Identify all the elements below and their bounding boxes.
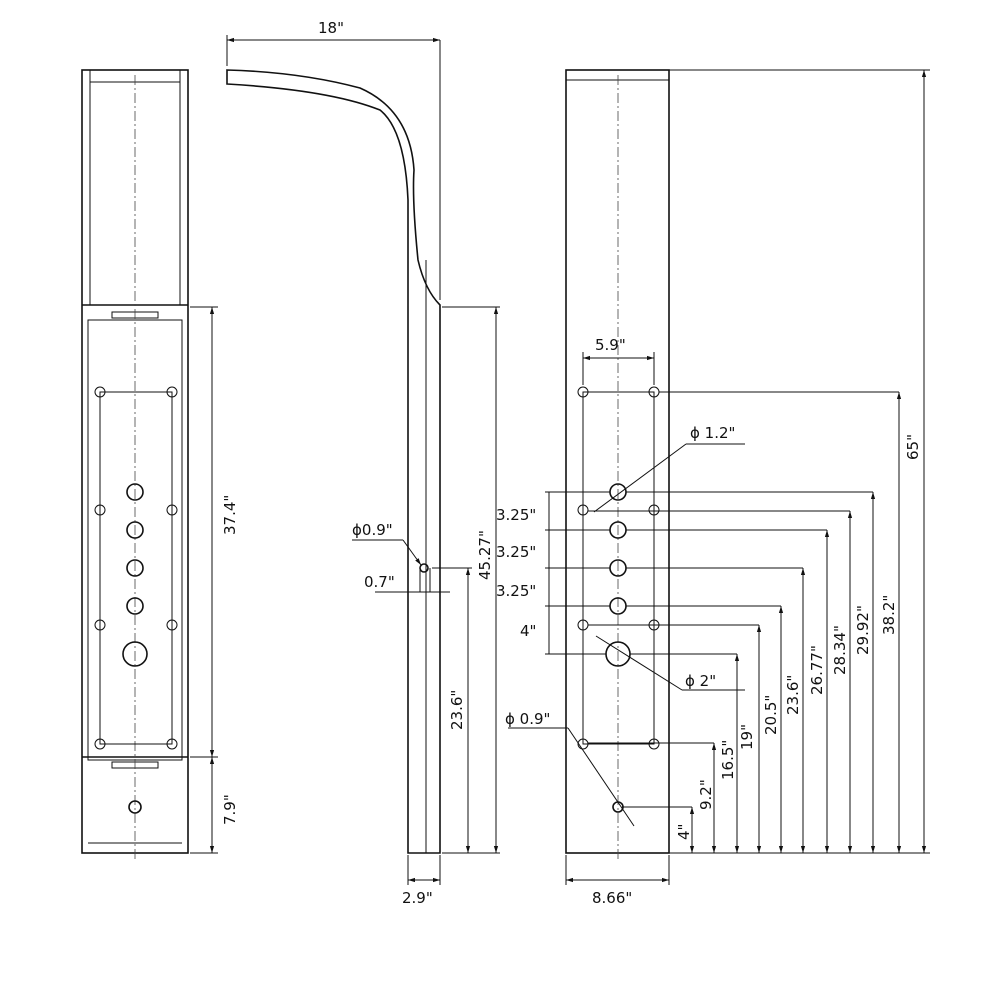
back-spacing-2: 3.25"	[496, 543, 536, 561]
back-width-label: 8.66"	[592, 889, 632, 907]
height-16-5: 16.5"	[719, 740, 737, 780]
side-outlet-height-label: 23.6"	[448, 690, 466, 730]
front-holes	[94, 386, 178, 814]
back-spacing-3: 3.25"	[496, 582, 536, 600]
back-small-dia-label: ϕ 0.9"	[505, 710, 550, 728]
side-reach-label: 18"	[318, 19, 344, 37]
height-20-5: 20.5"	[762, 695, 780, 735]
front-view: 37.4" 7.9"	[81, 69, 239, 860]
side-outlet-depth-label: 0.7"	[364, 573, 395, 591]
side-depth-label: 2.9"	[402, 889, 433, 907]
back-spacing-4: 4"	[520, 622, 536, 640]
back-spacing-1: 3.25"	[496, 506, 536, 524]
height-26-77: 26.77"	[808, 645, 826, 695]
front-bottom-label: 7.9"	[221, 794, 239, 825]
back-jet-dia-label: ϕ 1.2"	[690, 424, 735, 442]
back-big-dia-label: ϕ 2"	[685, 672, 716, 690]
side-view: 18" 45.27" 23.6" ϕ0.9" 0.7" 2.9"	[226, 19, 500, 907]
side-outlet-dia-label: ϕ0.9"	[352, 521, 393, 539]
height-19: 19"	[738, 724, 756, 750]
side-total-label: 45.27"	[476, 530, 494, 580]
height-65: 65"	[904, 434, 922, 460]
height-38-2: 38.2"	[880, 595, 898, 635]
back-spacing-label: 5.9"	[595, 336, 626, 354]
height-4: 4"	[675, 824, 693, 840]
height-28-34: 28.34"	[831, 625, 849, 675]
height-29-92: 29.92"	[854, 605, 872, 655]
height-dimensions	[588, 70, 927, 853]
height-23-6: 23.6"	[784, 675, 802, 715]
front-height-label: 37.4"	[221, 495, 239, 535]
back-view: 5.9" ϕ 1.2" ϕ 2" ϕ 0.9" 3.25" 3.25" 3.25…	[496, 69, 930, 907]
height-9-2: 9.2"	[697, 779, 715, 810]
